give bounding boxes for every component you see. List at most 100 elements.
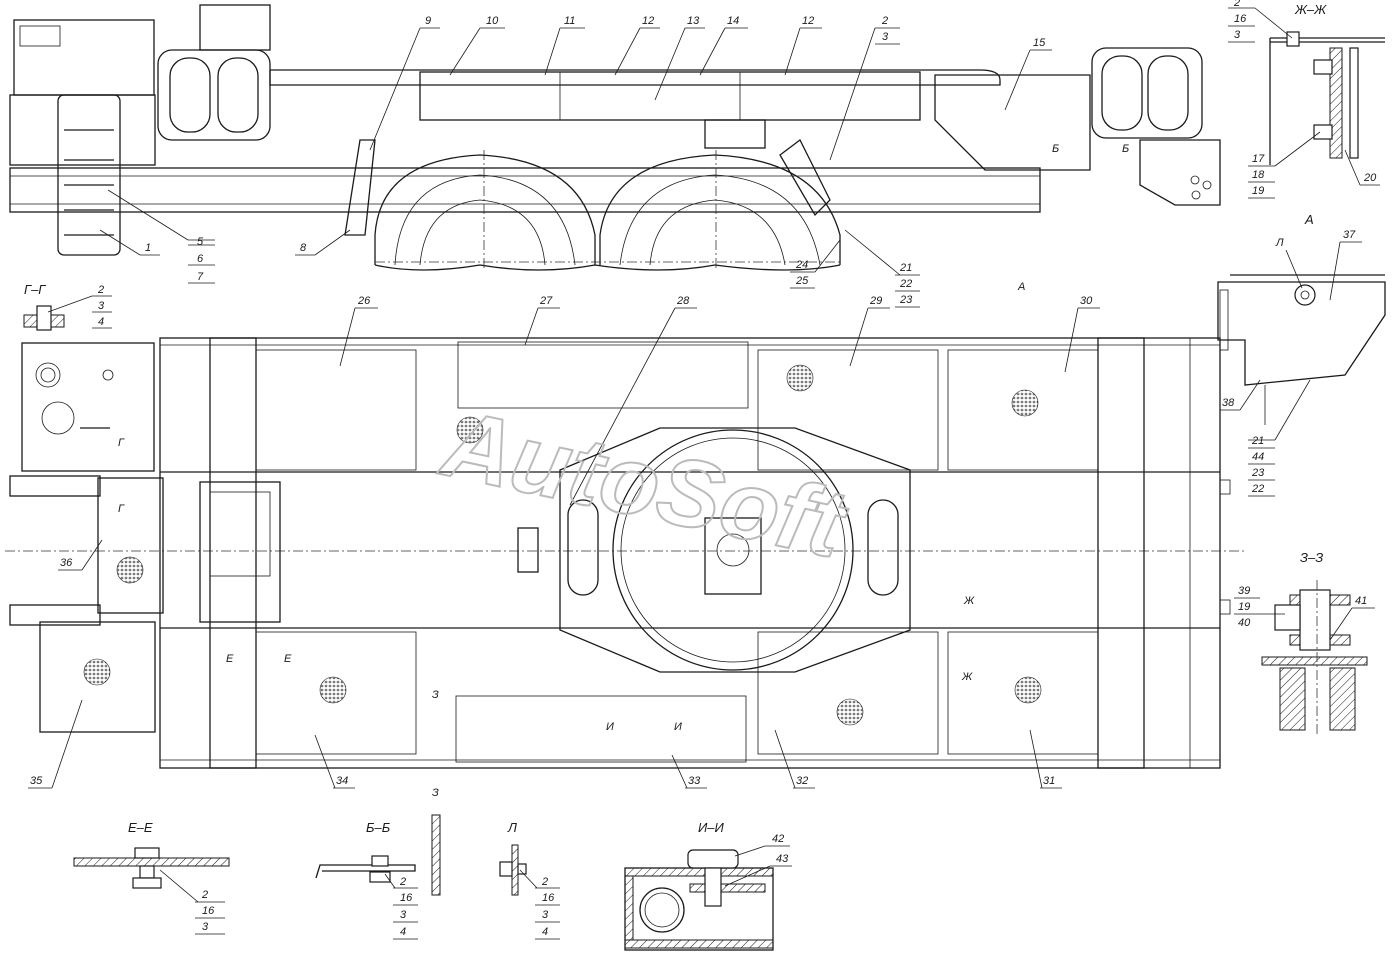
svg-text:43: 43 [776,853,789,865]
vent-36 [116,556,144,584]
callout-14: 14 [727,15,739,27]
vent-29 [786,364,814,392]
svg-text:3: 3 [400,909,407,921]
cut-g-bottom: Г [118,503,125,515]
title-zhzh: Ж–Ж [1294,2,1327,17]
callout-12b: 12 [802,15,814,27]
vent-30 [1011,389,1039,417]
svg-text:16: 16 [542,892,555,904]
plan-view [5,337,1245,769]
cut-e-left: Е [226,653,234,665]
callout-10: 10 [486,15,499,27]
callout-21: 21 [899,262,912,274]
title-bb: Б–Б [366,820,391,835]
svg-text:23: 23 [1251,467,1265,479]
detail-bb: Б–Б 2 16 3 4 [315,814,441,940]
svg-text:44: 44 [1252,451,1264,463]
callout-5: 5 [197,236,204,248]
callout-9: 9 [425,15,431,27]
title-ii: И–И [698,820,725,835]
callout-33: 33 [688,775,701,787]
svg-text:2: 2 [399,876,406,888]
callout-3: 3 [882,31,889,43]
svg-text:42: 42 [772,833,784,845]
cut-i-left: И [606,721,614,733]
title-l: Л [507,820,517,835]
detail-gg: Г–Г 2 3 4 [23,282,112,331]
callout-27: 27 [539,295,553,307]
callout-35: 35 [30,775,43,787]
svg-text:4: 4 [542,926,548,938]
svg-text:16: 16 [400,892,413,904]
callout-31: 31 [1043,775,1055,787]
callout-1: 1 [145,242,151,254]
svg-text:2: 2 [541,876,548,888]
cut-g-top: Г [118,437,125,449]
cut-i-right: И [674,721,682,733]
svg-text:2: 2 [97,284,104,296]
detail-l: Л 2 16 3 4 [499,820,560,940]
detail-a: А Л 37 38 21 44 23 22 [1217,212,1386,497]
svg-text:19: 19 [1252,185,1264,197]
svg-text:22: 22 [1251,483,1264,495]
callout-32: 32 [796,775,808,787]
svg-text:3: 3 [98,300,105,312]
svg-text:2: 2 [201,889,208,901]
callout-12a: 12 [642,15,654,27]
callout-34: 34 [336,775,348,787]
vent-27 [456,416,484,444]
svg-text:37: 37 [1343,229,1356,241]
callout-2: 2 [881,15,888,27]
vent-35 [83,658,111,686]
svg-text:3: 3 [1234,29,1241,41]
title-a: А [1304,212,1314,227]
callout-30: 30 [1080,295,1093,307]
cut-zh-bottom: Ж [961,671,973,683]
callout-13: 13 [687,15,700,27]
svg-text:21: 21 [1251,435,1264,447]
label-l: Л [1275,237,1284,249]
cut-b-left: Б [1052,143,1059,155]
svg-text:40: 40 [1238,617,1251,629]
detail-ii: И–И 42 43 [624,820,792,951]
svg-text:38: 38 [1222,397,1235,409]
vent-31 [1014,676,1042,704]
cut-z-bottom: З [432,787,439,799]
svg-text:2: 2 [1233,0,1240,9]
cut-zh-top: Ж [963,595,975,607]
side-callouts: 5 6 7 1 8 9 10 11 12 13 14 12 2 3 15 21 … [99,15,1129,308]
svg-text:17: 17 [1252,153,1265,165]
title-zz: З–З [1300,550,1323,565]
svg-text:20: 20 [1363,172,1377,184]
ladder [57,94,121,256]
callout-15: 15 [1033,37,1046,49]
plan-callouts: 26 27 28 29 30 31 32 33 34 35 36 А Г Г Е… [28,281,1100,799]
callout-24: 24 [795,259,808,271]
detail-ee: Е–Е 2 16 3 [73,820,230,935]
svg-text:41: 41 [1355,595,1367,607]
title-gg: Г–Г [24,282,46,297]
cut-a: А [1017,281,1025,293]
vent-34 [319,676,347,704]
svg-text:16: 16 [1234,13,1247,25]
svg-text:3: 3 [202,921,209,933]
callout-25: 25 [795,275,809,287]
title-ee: Е–Е [128,820,153,835]
side-view [9,4,1221,271]
callout-36: 36 [60,557,73,569]
callout-26: 26 [357,295,371,307]
svg-text:19: 19 [1238,601,1250,613]
callout-8: 8 [300,242,307,254]
svg-text:39: 39 [1238,585,1250,597]
vent-32 [836,698,864,726]
callout-11: 11 [564,15,575,27]
svg-text:18: 18 [1252,169,1265,181]
svg-text:4: 4 [400,926,406,938]
cut-e-right: Е [284,653,292,665]
detail-zz: З–З 39 19 40 41 [1234,550,1375,735]
callout-6: 6 [197,253,204,265]
callout-29: 29 [869,295,882,307]
svg-text:16: 16 [202,905,215,917]
svg-text:4: 4 [98,316,104,328]
